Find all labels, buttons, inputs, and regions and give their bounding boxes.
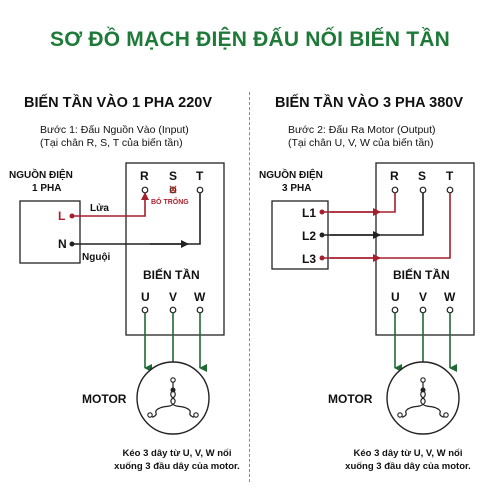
left-source-box (19, 200, 81, 264)
right-input-r: R (390, 169, 399, 183)
left-output-w: W (194, 290, 206, 304)
right-terminal-s (419, 186, 427, 194)
left-terminal-r (141, 186, 149, 194)
wire-l1 (322, 193, 396, 213)
left-note-line1: Kéo 3 dây từ U, V, W nối (122, 448, 232, 459)
right-step-line2: (Tại chân U, V, W của biến tần) (288, 137, 434, 149)
left-inverter-box (125, 162, 225, 336)
left-step-line1: Bước 1: Đấu Nguồn Vào (Input) (40, 124, 189, 136)
right-terminal-r (391, 186, 399, 194)
right-source-label: NGUỒN ĐIỆN (259, 170, 323, 181)
right-inverter-box (375, 162, 475, 336)
right-terminal-w (446, 306, 454, 314)
right-input-s: S (418, 169, 427, 183)
left-input-t: T (196, 169, 204, 183)
right-terminal-l1: L1 (302, 206, 317, 220)
right-input-t: T (446, 169, 454, 183)
section-divider (249, 92, 250, 482)
page-title: SƠ ĐỒ MẠCH ĐIỆN ĐẤU NỐI BIẾN TẦN (50, 28, 450, 51)
right-note-line1: Kéo 3 dây từ U, V, W nối (353, 448, 463, 459)
right-inverter-label: BIẾN TẦN (393, 268, 450, 282)
left-motor-symbol (136, 361, 210, 435)
left-terminal-t (196, 186, 204, 194)
left-note-line2: xuống 3 đầu dây của motor. (114, 460, 240, 472)
neutral-wire (72, 193, 201, 245)
right-terminal-v (419, 306, 427, 314)
wire-l2 (322, 193, 424, 236)
left-terminal-v (169, 306, 177, 314)
neutral-wire-label: Nguội (82, 252, 111, 263)
left-note: Kéo 3 dây từ U, V, W nối xuống 3 đầu dây… (92, 448, 262, 473)
left-input-s: S (169, 169, 178, 183)
right-terminal-t (446, 186, 454, 194)
left-terminal-l: L (58, 209, 66, 223)
left-inverter-label: BIẾN TẦN (143, 268, 200, 282)
right-output-u: U (391, 290, 400, 304)
left-input-r: R (140, 169, 149, 183)
right-heading: BIẾN TẦN VÀO 3 PHA 380V (275, 95, 464, 111)
left-motor-label: MOTOR (82, 392, 127, 406)
wire-l3 (322, 193, 451, 259)
right-terminal-l3: L3 (302, 252, 317, 266)
right-motor-symbol (386, 361, 460, 435)
left-terminal-n: N (58, 237, 67, 251)
right-source-phase: 3 PHA (282, 183, 312, 194)
left-terminal-w (196, 306, 204, 314)
left-output-v: V (169, 290, 178, 304)
left-source-phase: 1 PHA (32, 183, 62, 194)
unused-x-mark (169, 185, 177, 194)
right-note: Kéo 3 dây từ U, V, W nối xuống 3 đầu dây… (323, 448, 493, 473)
right-step-line1: Bước 2: Đấu Ra Motor (Output) (288, 124, 436, 136)
right-note-line2: xuống 3 đầu dây của motor. (345, 460, 471, 472)
right-output-v: V (419, 290, 428, 304)
left-heading: BIẾN TẦN VÀO 1 PHA 220V (24, 95, 213, 111)
right-terminal-u (391, 306, 399, 314)
right-output-w: W (444, 290, 456, 304)
left-step-line2: (Tại chân R, S, T của biến tần) (40, 137, 183, 149)
left-terminal-u (141, 306, 149, 314)
live-wire (72, 192, 149, 217)
left-output-u: U (141, 290, 150, 304)
left-source-label: NGUỒN ĐIỆN (9, 170, 73, 181)
live-wire-label: Lửa (90, 203, 109, 214)
right-terminal-l2: L2 (302, 229, 317, 243)
right-motor-label: MOTOR (328, 392, 373, 406)
unused-terminal-note: BỎ TRỐNG (151, 199, 189, 206)
